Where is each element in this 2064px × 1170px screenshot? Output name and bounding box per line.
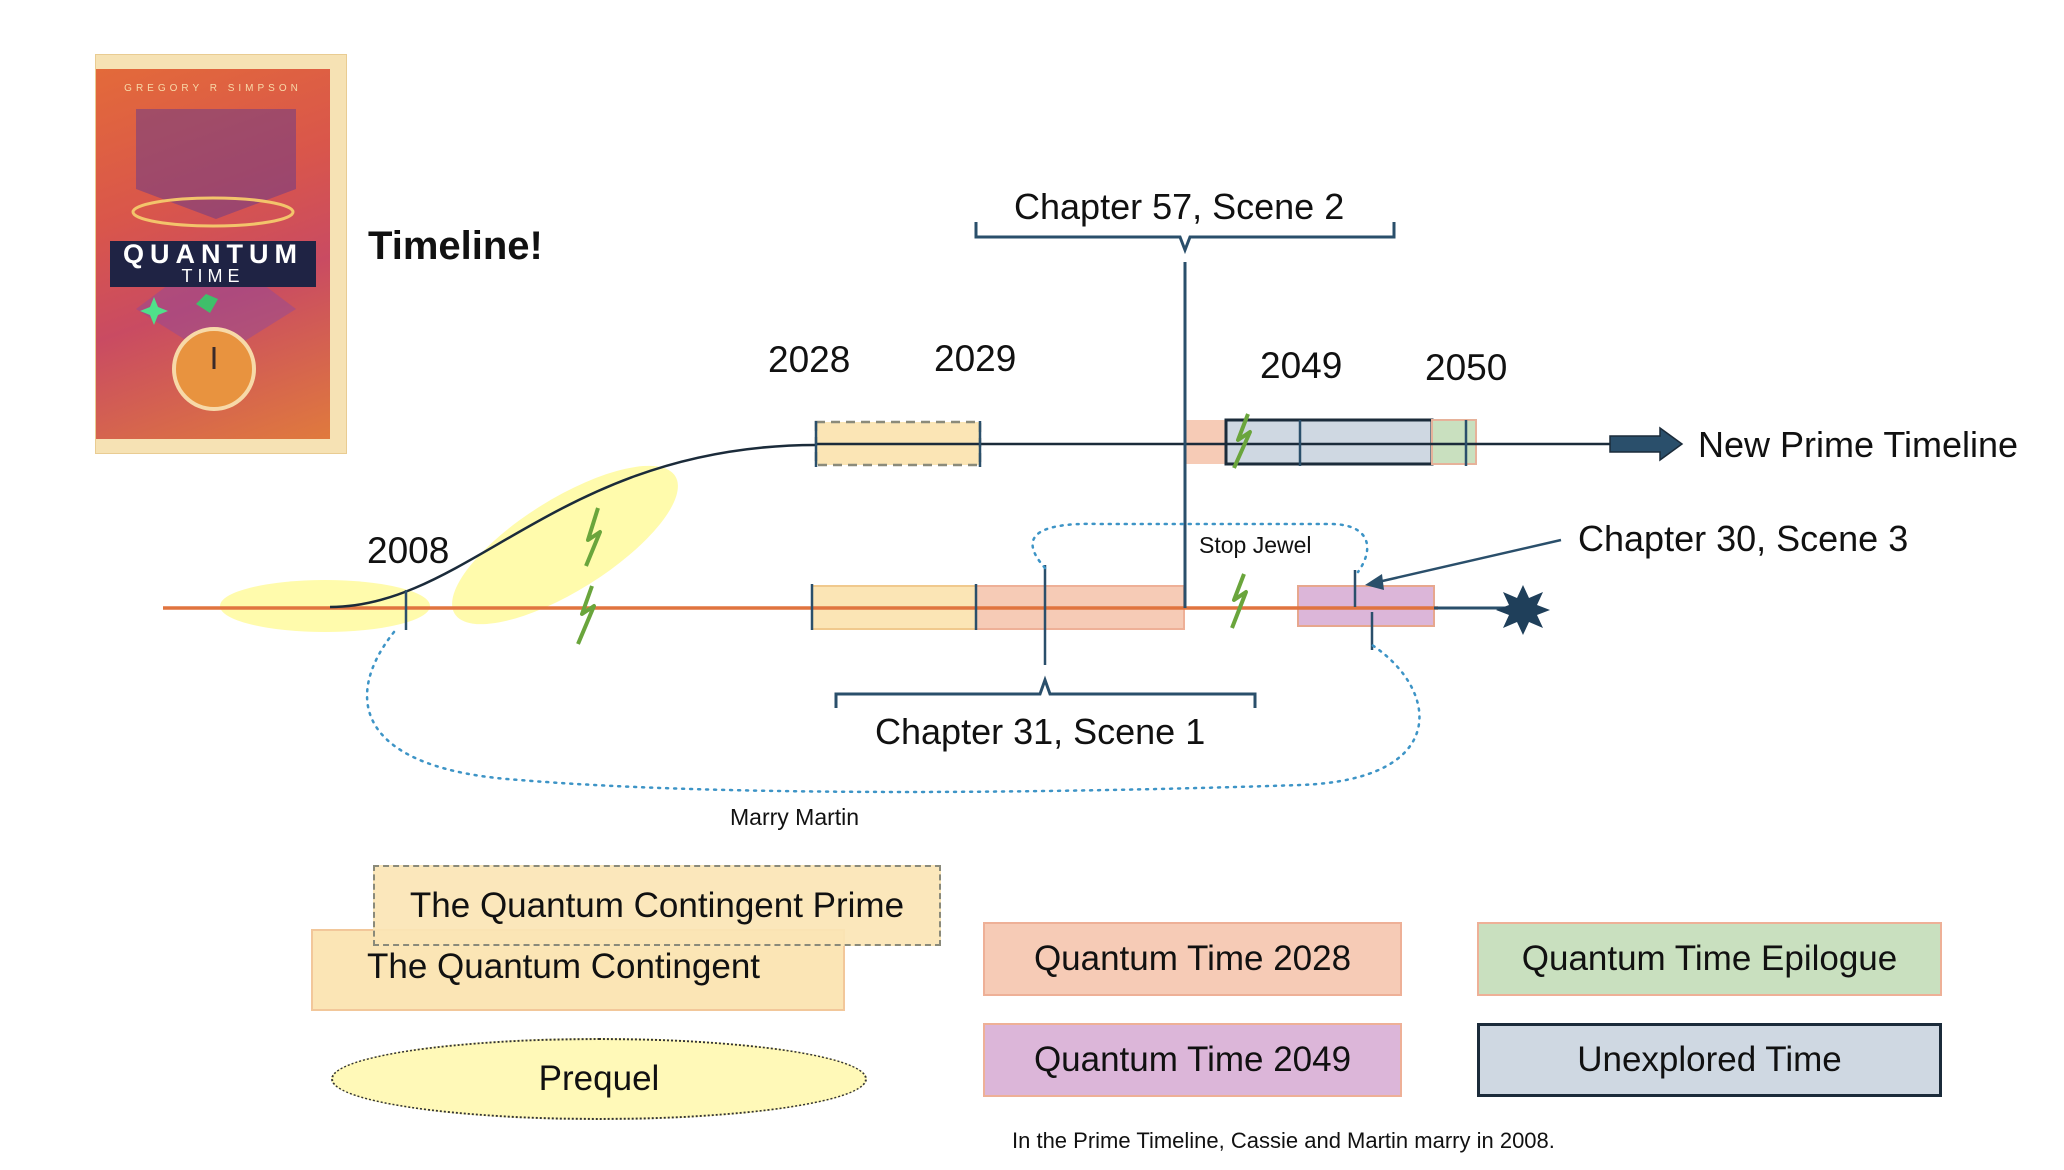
chapter-57-label: Chapter 57, Scene 2 (1014, 186, 1345, 227)
year-2050: 2050 (1425, 347, 1508, 388)
year-2029: 2029 (934, 338, 1017, 379)
book-cover: GREGORY R SIMPSON QUANTUM TIME (96, 55, 346, 453)
legend-epilogue-label: Quantum Time Epilogue (1521, 939, 1898, 978)
legend-contingent-prime: The Quantum Contingent Prime (373, 865, 941, 946)
cover-subtitle: TIME (181, 266, 245, 286)
marry-martin-label: Marry Martin (730, 804, 860, 830)
legend-prequel-label: Prequel (538, 1059, 660, 1098)
legend-contingent-label: The Quantum Contingent (367, 947, 761, 986)
stop-jewel-loop (1031, 522, 1369, 574)
legend-epilogue: Quantum Time Epilogue (1477, 922, 1942, 996)
footnote: In the Prime Timeline, Cassie and Martin… (1012, 1128, 1555, 1153)
marry-martin-loop (365, 630, 1421, 794)
qt2049-segment (1297, 585, 1435, 627)
epilogue-segment (1431, 419, 1477, 465)
chapter-30-label: Chapter 30, Scene 3 (1578, 518, 1909, 559)
legend-unexplored: Unexplored Time (1477, 1023, 1942, 1097)
year-2028: 2028 (768, 339, 851, 380)
year-2049: 2049 (1260, 345, 1343, 386)
branch-curve (329, 443, 817, 609)
page-title: Timeline! (368, 224, 543, 268)
chapter-30-pointer-head (1365, 574, 1384, 590)
chapter-31-brace (834, 675, 1257, 708)
new-timeline-arrow-icon (1609, 426, 1684, 462)
legend-prime-label: The Quantum Contingent Prime (409, 885, 905, 925)
book-cover-art: GREGORY R SIMPSON QUANTUM TIME (96, 69, 330, 439)
legend-qt2049-label: Quantum Time 2049 (1033, 1040, 1352, 1079)
legend-qt2028: Quantum Time 2028 (983, 922, 1402, 996)
lightning-icons (576, 413, 1252, 645)
cover-artwork-icon (131, 109, 296, 411)
qt2028-segment-upper (1186, 420, 1226, 464)
tick-markers (404, 420, 1468, 665)
unexplored-segment (1224, 418, 1434, 466)
stop-jewel-label: Stop Jewel (1199, 532, 1312, 558)
cover-author: GREGORY R SIMPSON (124, 83, 302, 94)
new-prime-timeline-label: New Prime Timeline (1698, 424, 2019, 465)
cover-title-band (110, 241, 316, 287)
explosion-icon (1496, 585, 1550, 635)
legend-qt2028-label: Quantum Time 2028 (1033, 939, 1352, 978)
legend-prequel: Prequel (331, 1038, 867, 1120)
year-2008: 2008 (367, 530, 450, 571)
chapter-57-brace (974, 222, 1396, 255)
legend-unexplored-label: Unexplored Time (1577, 1040, 1842, 1079)
chapter-31-label: Chapter 31, Scene 1 (875, 711, 1206, 752)
chapter-30-pointer (1377, 538, 1562, 584)
legend-qt2049: Quantum Time 2049 (983, 1023, 1402, 1097)
prequel-highlight (220, 465, 678, 632)
cover-title: QUANTUM (123, 239, 303, 269)
